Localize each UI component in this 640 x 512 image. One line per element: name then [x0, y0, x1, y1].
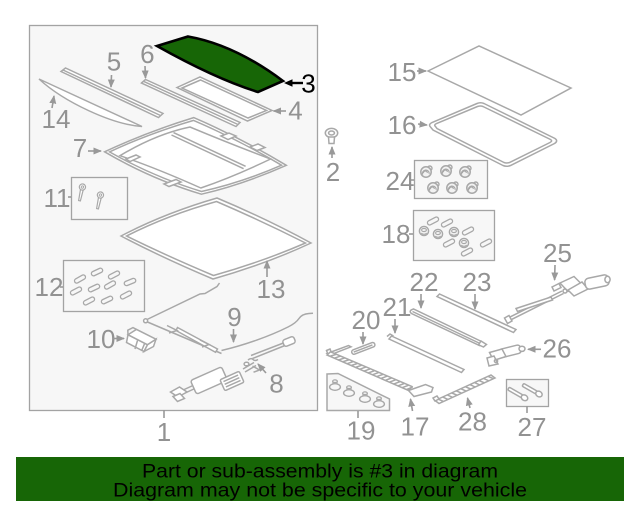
- svg-text:Diagram may not be specific to: Diagram may not be specific to your vehi…: [113, 480, 527, 502]
- svg-text:21: 21: [383, 292, 412, 322]
- svg-text:16: 16: [388, 110, 417, 140]
- svg-text:17: 17: [401, 412, 430, 442]
- svg-text:6: 6: [140, 39, 154, 69]
- svg-text:24: 24: [386, 166, 415, 196]
- svg-text:11: 11: [44, 183, 71, 213]
- svg-text:4: 4: [288, 96, 302, 126]
- svg-text:1: 1: [157, 417, 171, 447]
- svg-text:2: 2: [326, 157, 340, 187]
- svg-text:3: 3: [301, 69, 315, 99]
- svg-text:28: 28: [458, 407, 487, 437]
- svg-text:7: 7: [73, 133, 87, 163]
- svg-text:9: 9: [227, 302, 241, 332]
- svg-text:8: 8: [269, 369, 283, 399]
- svg-text:25: 25: [543, 238, 572, 268]
- svg-text:13: 13: [257, 274, 286, 304]
- svg-text:14: 14: [42, 104, 71, 134]
- svg-text:22: 22: [410, 267, 439, 297]
- svg-text:12: 12: [35, 272, 64, 302]
- svg-text:10: 10: [87, 324, 116, 354]
- svg-text:15: 15: [388, 57, 417, 87]
- svg-text:23: 23: [463, 267, 492, 297]
- svg-text:Part or sub-assembly is #3 in: Part or sub-assembly is #3 in diagram: [142, 461, 498, 483]
- svg-text:26: 26: [543, 334, 572, 364]
- svg-text:18: 18: [382, 219, 411, 249]
- svg-text:27: 27: [518, 412, 547, 442]
- svg-text:19: 19: [347, 416, 376, 446]
- svg-text:20: 20: [352, 305, 381, 335]
- svg-text:5: 5: [107, 47, 121, 77]
